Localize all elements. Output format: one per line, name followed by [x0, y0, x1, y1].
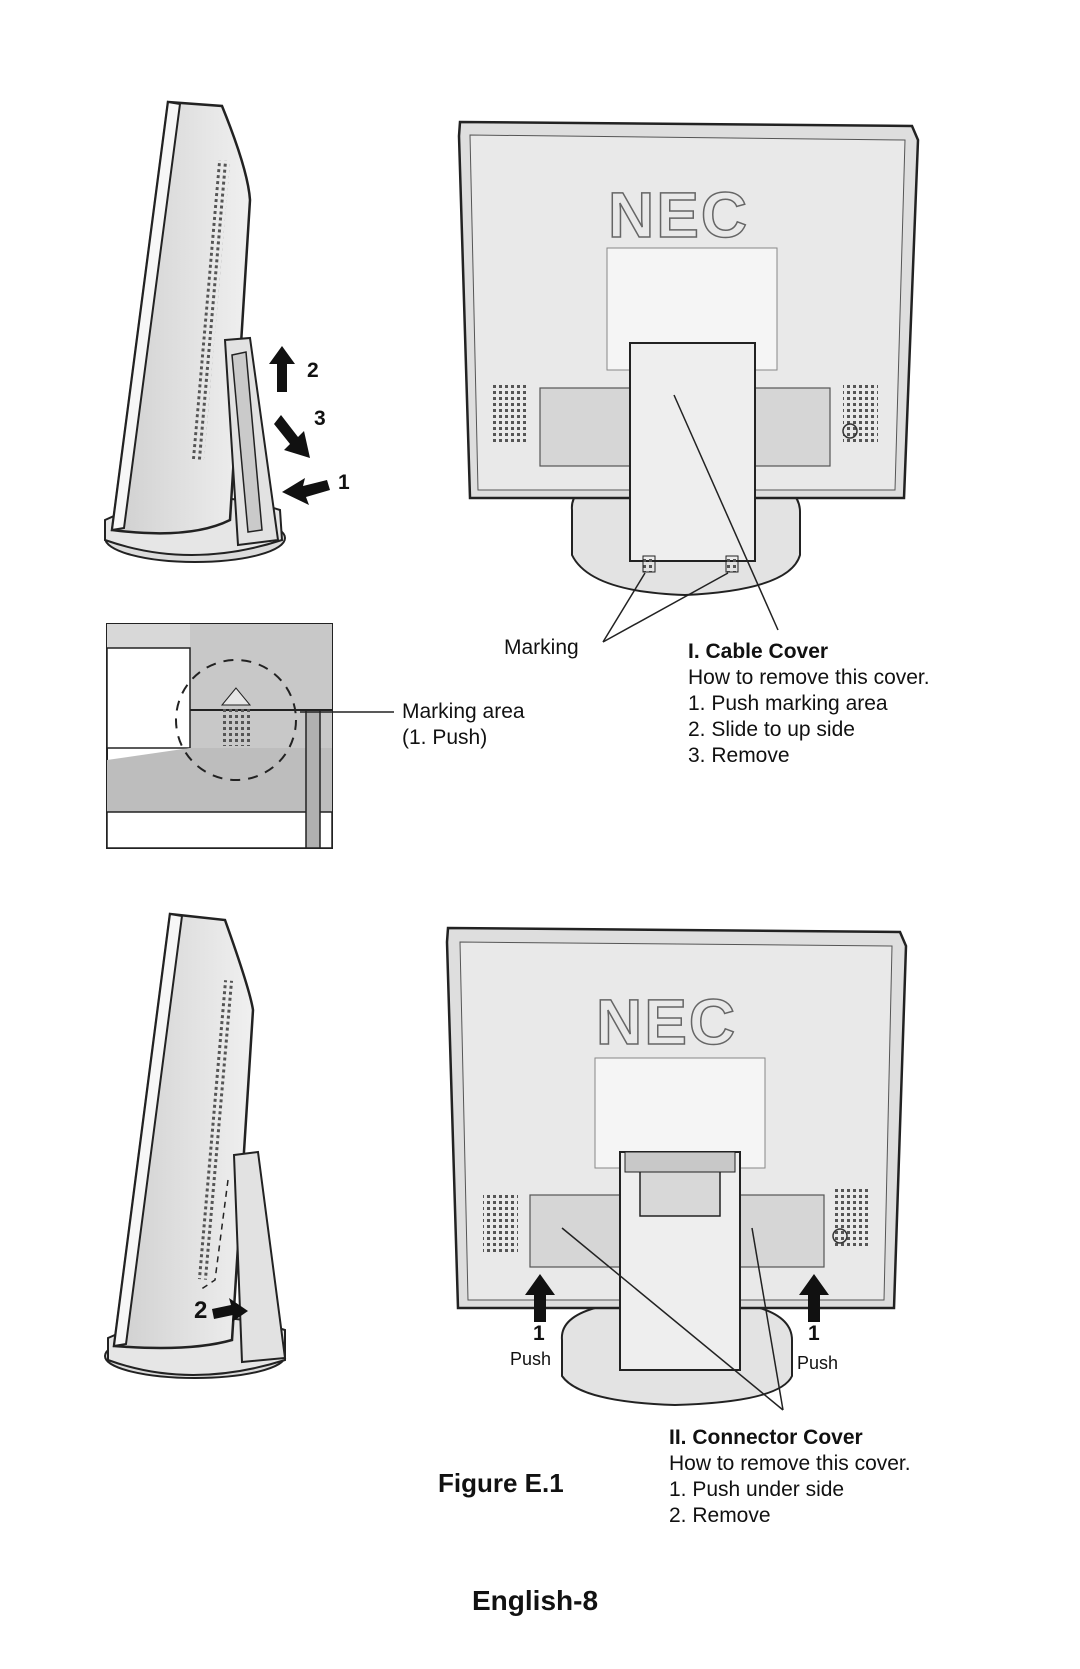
connector-cover-instructions: II. Connector Cover How to remove this c…: [669, 1425, 911, 1529]
push-right-label: Push: [797, 1353, 839, 1373]
side-view-monitor-2: [104, 912, 287, 1379]
push-arrow-right-icon: [799, 1274, 829, 1322]
nec-logo-2: NEC: [595, 985, 738, 1059]
push-right-number: 1: [808, 1322, 820, 1345]
side-view-monitor-1: [104, 100, 286, 563]
marking-label: Marking: [504, 636, 579, 659]
fig2-step-2-label: 2: [194, 1297, 208, 1324]
step-2-label: 2: [307, 359, 319, 382]
connector-cover-step: 1. Push under side: [669, 1478, 845, 1501]
cable-cover-intro: How to remove this cover.: [688, 666, 930, 689]
rear-view-monitor-2: [445, 926, 908, 1411]
figure-caption: Figure E.1: [438, 1468, 564, 1498]
page-number: English-8: [472, 1585, 599, 1616]
push-left-label: Push: [510, 1349, 552, 1369]
marking-area-detail: [106, 623, 394, 849]
step-3-label: 3: [314, 407, 326, 430]
push-arrow-left-icon: [525, 1274, 555, 1322]
arrow-right-icon: [212, 1298, 248, 1322]
push-left-number: 1: [533, 1322, 545, 1345]
step-1-label: 1: [338, 471, 350, 494]
connector-cover-intro: How to remove this cover.: [669, 1452, 911, 1475]
arrow-up-icon: [269, 346, 295, 392]
arrow-left-icon: [282, 478, 330, 505]
marking-area-label: Marking area: [402, 700, 525, 723]
cable-cover-step: 3. Remove: [688, 744, 790, 767]
connector-cover-title: II. Connector Cover: [669, 1426, 863, 1449]
nec-logo-1: NEC: [607, 178, 750, 252]
cable-cover-step: 2. Slide to up side: [688, 718, 855, 741]
connector-cover-step: 2. Remove: [669, 1504, 771, 1527]
cable-cover-title: I. Cable Cover: [688, 640, 829, 663]
marking-area-sub-label: (1. Push): [402, 726, 488, 749]
cable-cover-step: 1. Push marking area: [688, 692, 888, 715]
rear-view-monitor-1: [457, 120, 920, 643]
cable-cover-instructions: I. Cable Cover How to remove this cover.…: [688, 639, 930, 769]
arrow-down-right-icon: [274, 415, 310, 458]
